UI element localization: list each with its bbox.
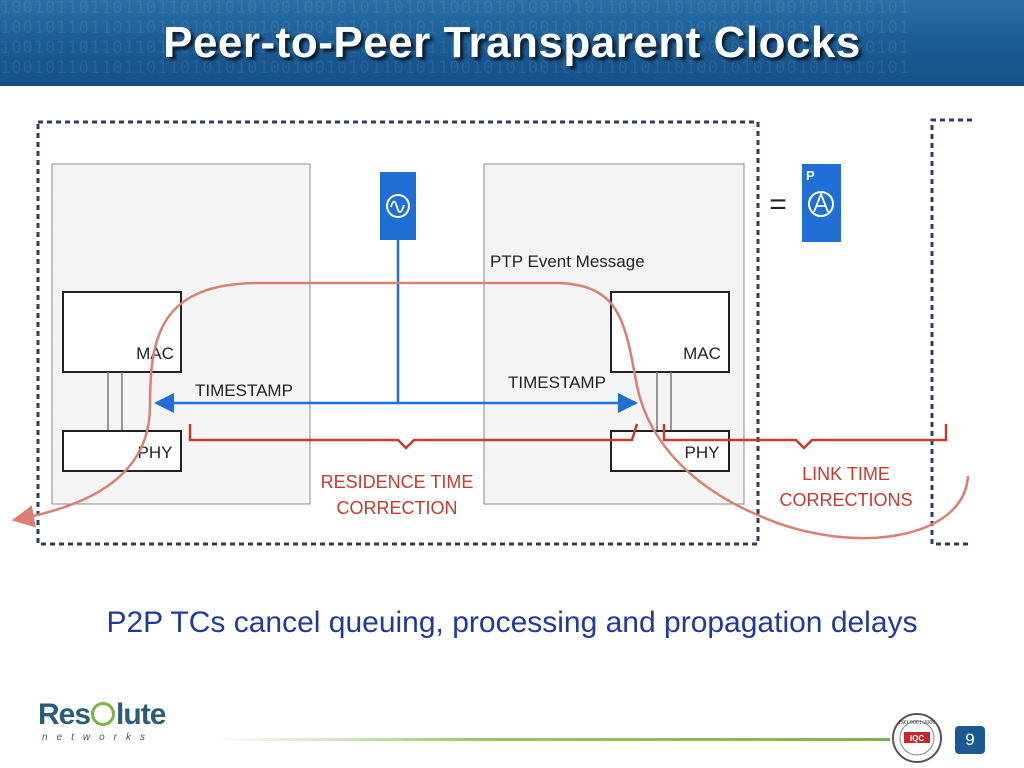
clock-face	[386, 194, 410, 218]
binary-background: 1001011011011011010101010010010101101011…	[0, 0, 911, 78]
svg-text:IQC: IQC	[910, 734, 924, 743]
footer-line	[215, 738, 890, 741]
equals-sign: =	[769, 188, 787, 221]
residence-time-label-line1: RESIDENCE TIME	[321, 472, 474, 492]
slide-caption: P2P TCs cancel queuing, processing and p…	[106, 606, 918, 639]
transparent-clock-boundary	[36, 120, 760, 546]
link-time-label-line2: CORRECTIONS	[779, 490, 912, 510]
slide-title: Peer-to-Peer Transparent Clocks	[163, 18, 861, 67]
clock-wave	[390, 200, 405, 213]
link-time-label-line1: LINK TIME	[802, 464, 890, 484]
left-phy-box	[62, 430, 182, 472]
p2p-clock-letter: P	[806, 168, 815, 183]
message-path-curve	[11, 281, 970, 540]
left-phy-label: PHY	[138, 443, 173, 462]
next-device-boundary	[930, 118, 972, 546]
local-clock-icon	[380, 172, 416, 240]
residence-time-label-line2: CORRECTION	[337, 498, 458, 518]
p2p-diagram: MAC PHY PTP Event Message MAC PHY TIMEST…	[11, 118, 972, 546]
link-time-brace	[662, 424, 948, 450]
svg-text:ISO 9001:2000: ISO 9001:2000	[899, 720, 936, 726]
timestamp-right-label: TIMESTAMP	[508, 373, 606, 392]
right-phy-label: PHY	[685, 443, 720, 462]
timestamp-left-label: TIMESTAMP	[195, 381, 293, 400]
page-number: 9	[955, 726, 985, 754]
right-mac-label: MAC	[683, 344, 721, 363]
title-bar: 1001011011011011010101010010010101101011…	[0, 0, 1024, 86]
ptp-event-message-label: PTP Event Message	[490, 252, 645, 271]
logo-o-icon	[91, 702, 116, 726]
residence-time-brace	[188, 423, 639, 450]
iso-badge: IQC ISO 9001:2000	[892, 713, 942, 763]
p2p-clock-wave	[813, 191, 829, 213]
right-phy-box	[610, 430, 730, 472]
